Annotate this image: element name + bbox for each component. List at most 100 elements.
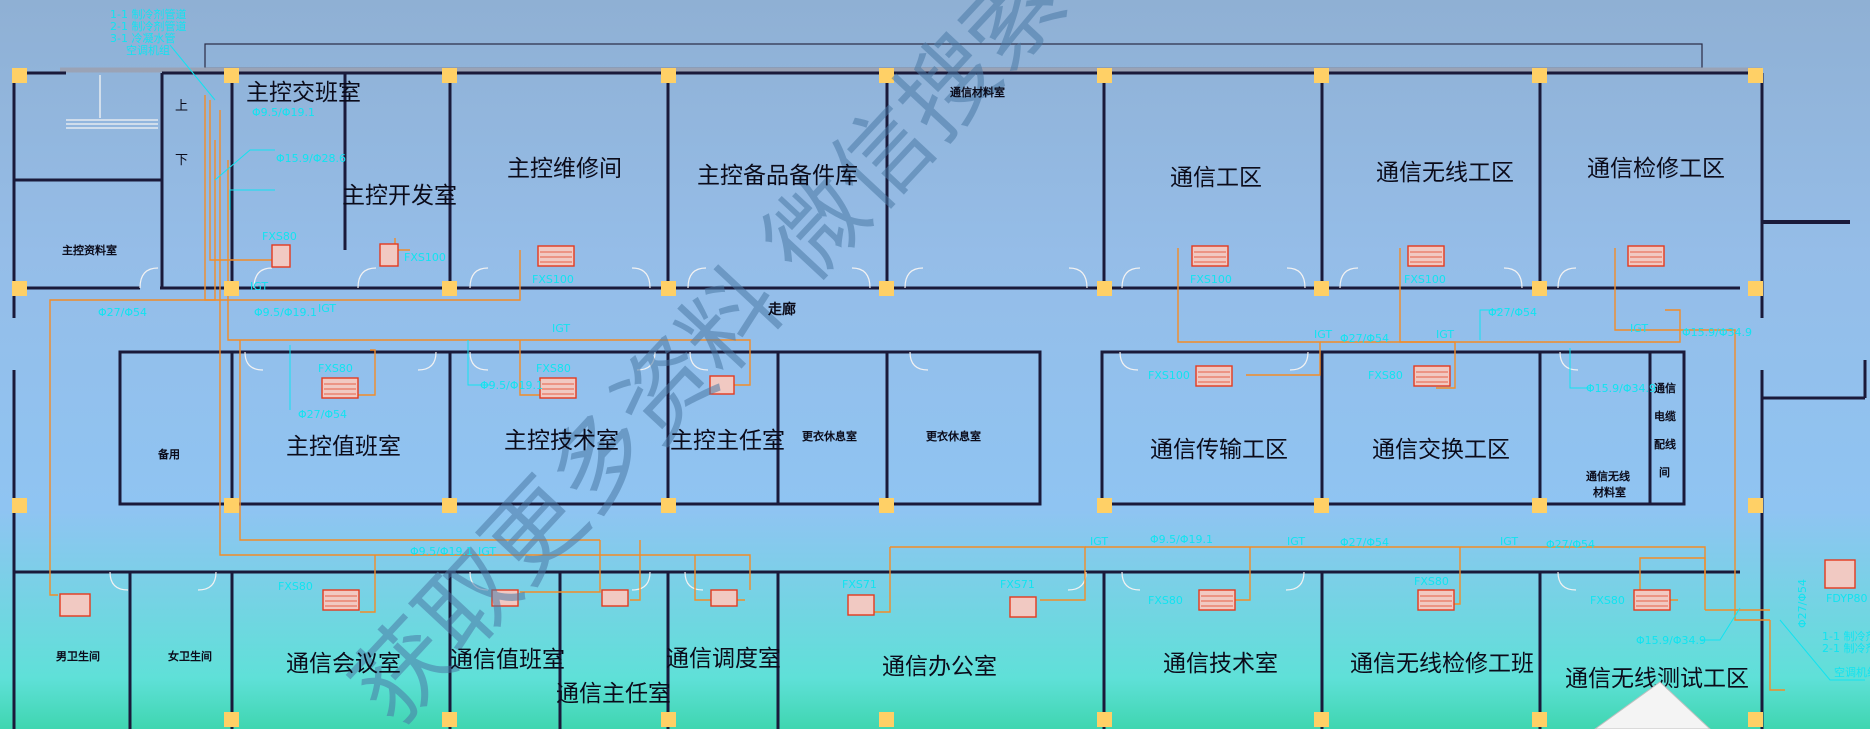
room-label-wuxian-cailiao-1: 通信无线 bbox=[1586, 469, 1630, 483]
legend-line: 3-1 冷凝水管 bbox=[110, 31, 175, 45]
room-label-tongxin-jishu: 通信技术室 bbox=[1163, 651, 1278, 677]
branch-label: IGT bbox=[1090, 535, 1108, 548]
room-label-tongxin-wuxian: 通信无线工区 bbox=[1376, 160, 1514, 186]
pipe-label: Φ27/Φ54 bbox=[1340, 536, 1389, 549]
room-label-dianlan-3: 配线 bbox=[1654, 437, 1676, 451]
pipe-label: Φ9.5/Φ19.1 bbox=[252, 106, 315, 119]
room-label-tongxin-cailiao: 通信材料室 bbox=[950, 85, 1005, 99]
room-label-dianlan-2: 电缆 bbox=[1654, 409, 1676, 423]
pipe-label: Φ15.9/Φ34.9 bbox=[1636, 634, 1706, 647]
room-label-tongxin-huiyi: 通信会议室 bbox=[286, 651, 401, 677]
unit-label: FXS100 bbox=[1404, 273, 1446, 286]
room-label-dianlan-1: 通信 bbox=[1654, 381, 1676, 395]
ac-units bbox=[59, 243, 1856, 618]
room-label-zhukong-ziliao: 主控资料室 bbox=[62, 243, 117, 257]
room-label-tongxin-diaodu: 通信调度室 bbox=[666, 646, 781, 672]
pipe-label: Φ9.5/Φ19.1 bbox=[480, 379, 543, 392]
unit-label: FXS71 bbox=[842, 578, 877, 591]
room-label-tongxin-jianxiu: 通信检修工区 bbox=[1587, 156, 1725, 182]
pipe-label: Φ15.9/Φ28.6 bbox=[276, 152, 346, 165]
room-label-zhukong-jiaoban: 主控交班室 bbox=[246, 80, 361, 106]
unit-labels: FXS80 FXS100 FXS100 FXS100 FXS100 FXS80 … bbox=[262, 230, 1868, 607]
pipe-label: Φ9.5/Φ19.1 bbox=[410, 545, 473, 558]
pipe-label: Φ27/Φ54 bbox=[1546, 538, 1595, 551]
unit-label: FXS80 bbox=[1368, 369, 1403, 382]
annotation-leaders bbox=[169, 44, 1865, 681]
room-label-zhukong-zhiban: 主控值班室 bbox=[286, 434, 401, 460]
unit-label: FXS80 bbox=[262, 230, 297, 243]
legend-line: 2-1 制冷剂管道 bbox=[110, 19, 186, 33]
pipe-label: Φ27/Φ54 bbox=[98, 306, 147, 319]
corridor-label: 走廊 bbox=[768, 301, 796, 318]
room-label-zhukong-jishu: 主控技术室 bbox=[504, 428, 619, 454]
stair-down-label: 下 bbox=[175, 153, 188, 168]
unit-label: FXS80 bbox=[1148, 594, 1183, 607]
refrigerant-pipes bbox=[49, 95, 1785, 691]
door-swings bbox=[109, 267, 1579, 591]
staircase bbox=[66, 75, 158, 129]
branch-label: IGT bbox=[478, 545, 496, 558]
branch-labels: IGT IGT IGT IGT IGT IGT IGT IGT IGT IGT bbox=[250, 280, 1648, 558]
pipe-label: Φ27/Φ54 bbox=[1488, 306, 1537, 319]
room-label-tongxin-bangong: 通信办公室 bbox=[882, 654, 997, 680]
branch-label: IGT bbox=[1436, 328, 1454, 341]
room-label-nv-wc: 女卫生间 bbox=[168, 649, 212, 663]
room-label-beiyong: 备用 bbox=[157, 447, 180, 461]
legend-line: 1-1 制冷剂管道 bbox=[110, 7, 186, 21]
room-label-tongxin-chuanshu: 通信传输工区 bbox=[1150, 437, 1288, 463]
room-labels: 主控交班室 主控开发室 主控维修间 主控备品备件库 通信材料室 通信工区 通信无… bbox=[56, 80, 1749, 707]
unit-label: FXS71 bbox=[1000, 578, 1035, 591]
unit-label: FXS80 bbox=[536, 362, 571, 375]
ac-unit-grilles bbox=[324, 251, 1668, 607]
legend-line: 2-1 制冷剂管道 bbox=[1822, 641, 1870, 655]
room-label-wuxian-cailiao-2: 材料室 bbox=[1593, 485, 1626, 499]
unit-label: FXS100 bbox=[404, 251, 446, 264]
room-label-tongxin-zhuren: 通信主任室 bbox=[556, 681, 671, 707]
room-label-tongxin-wuxian-jianxiu: 通信无线检修工班 bbox=[1350, 651, 1534, 677]
room-label-dianlan-4: 间 bbox=[1659, 466, 1670, 479]
unit-label: FDYP80 bbox=[1826, 592, 1868, 605]
room-label-tongxin-zhiban: 通信值班室 bbox=[450, 647, 565, 673]
unit-label: FXS100 bbox=[532, 273, 574, 286]
branch-label: IGT bbox=[552, 322, 570, 335]
room-label-zhukong-beipin: 主控备品备件库 bbox=[697, 163, 858, 189]
pipe-label: Φ9.5/Φ19.1 bbox=[254, 306, 317, 319]
branch-label: IGT bbox=[250, 280, 268, 293]
walls bbox=[12, 71, 1867, 729]
pipe-size-labels: Φ27/Φ54 Φ9.5/Φ19.1 Φ15.9/Φ28.6 Φ9.5/Φ19.… bbox=[98, 106, 1809, 647]
roof-outline bbox=[60, 43, 1762, 73]
branch-label: IGT bbox=[318, 302, 336, 315]
room-label-nan-wc: 男卫生间 bbox=[56, 649, 100, 663]
branch-label: IGT bbox=[1314, 328, 1332, 341]
pipe-label: Φ27/Φ54 bbox=[1796, 579, 1809, 628]
branch-label: IGT bbox=[1287, 535, 1305, 548]
unit-label: FXS80 bbox=[1414, 575, 1449, 588]
room-label-zhukong-zhuren: 主控主任室 bbox=[670, 428, 785, 454]
legend-line: 1-1 制冷剂管道 bbox=[1822, 629, 1870, 643]
stair-up-label: 上 bbox=[175, 99, 188, 114]
site-mark-icon bbox=[1594, 681, 1711, 729]
pipe-label: Φ27/Φ54 bbox=[298, 408, 347, 421]
branch-label: IGT bbox=[1630, 322, 1648, 335]
legend-line: 空调机组 bbox=[1834, 665, 1870, 679]
room-label-zhukong-weixiu: 主控维修间 bbox=[507, 156, 622, 182]
unit-label: FXS100 bbox=[1148, 369, 1190, 382]
unit-label: FXS80 bbox=[318, 362, 353, 375]
legend-top-left: 1-1 制冷剂管道 2-1 制冷剂管道 3-1 冷凝水管 空调机组 bbox=[110, 7, 186, 57]
legend-bottom-right: 1-1 制冷剂管道 2-1 制冷剂管道 空调机组 bbox=[1822, 629, 1870, 679]
branch-label: IGT bbox=[1500, 535, 1518, 548]
pipe-label: Φ9.5/Φ19.1 bbox=[1150, 533, 1213, 546]
legend-line: 空调机组 bbox=[126, 43, 170, 57]
room-label-zhukong-kaifa: 主控开发室 bbox=[342, 183, 457, 209]
unit-label: FXS100 bbox=[1190, 273, 1232, 286]
room-label-tongxin-gongqu: 通信工区 bbox=[1170, 165, 1262, 191]
room-label-tongxin-jiaohuan: 通信交换工区 bbox=[1372, 437, 1510, 463]
room-label-gengyi-1: 更衣休息室 bbox=[802, 429, 857, 443]
pipe-label: Φ27/Φ54 bbox=[1340, 332, 1389, 345]
room-label-gengyi-2: 更衣休息室 bbox=[926, 429, 981, 443]
pipe-label: Φ15.9/Φ34.9 bbox=[1682, 326, 1752, 339]
watermark: 获取更多资料 微信搜索 bbox=[330, 0, 1087, 729]
structural-columns bbox=[12, 68, 1763, 727]
